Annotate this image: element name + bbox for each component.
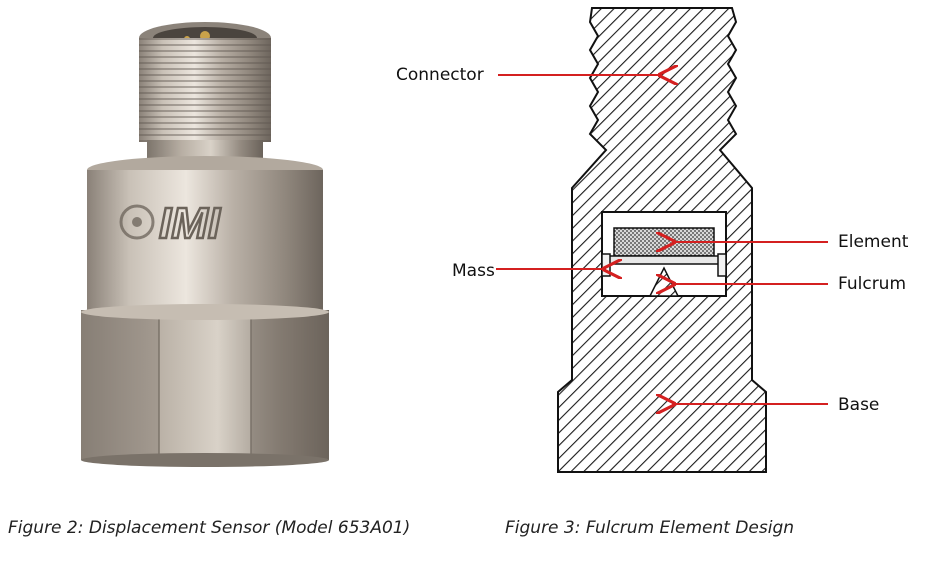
label-connector: Connector <box>396 65 484 85</box>
label-fulcrum: Fulcrum <box>838 274 906 294</box>
displacement-sensor-photo: IMI <box>81 22 329 467</box>
mass-shape <box>607 255 721 265</box>
fulcrum-element-diagram: Connector Mass Element Fulcrum Base <box>396 7 909 473</box>
logo-text: IMI <box>159 199 221 248</box>
figure-2-caption: Figure 2: Displacement Sensor (Model 653… <box>8 518 411 538</box>
label-mass: Mass <box>452 261 495 281</box>
label-element: Element <box>838 232 909 252</box>
figure-3-caption: Figure 3: Fulcrum Element Design <box>505 518 795 538</box>
label-base: Base <box>838 395 879 415</box>
imi-logo <box>119 204 155 240</box>
